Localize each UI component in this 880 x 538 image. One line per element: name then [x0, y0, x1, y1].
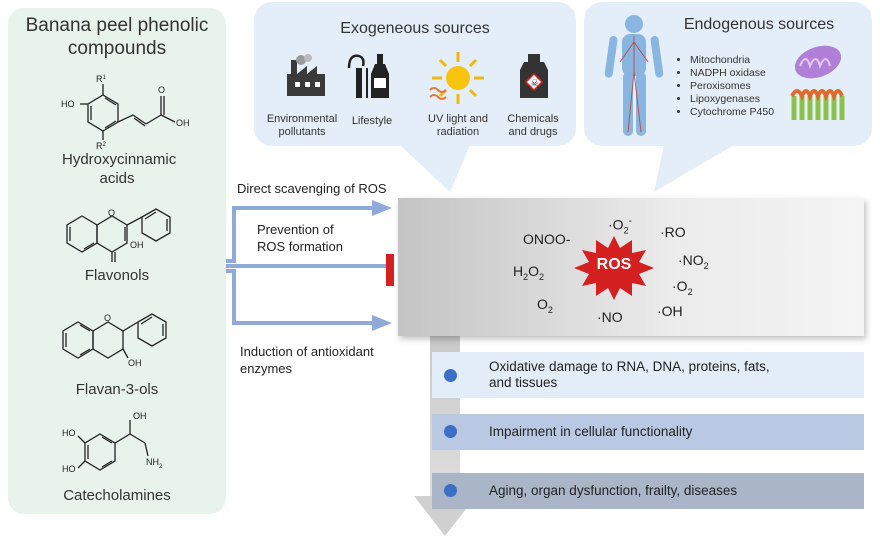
mitochondria-icon — [790, 45, 845, 120]
chemical-bottle-icon: ☠ — [520, 54, 548, 98]
ros-star — [574, 236, 654, 300]
induction-arrow — [226, 269, 374, 325]
compound-name: Flavan-3-ols — [75, 381, 159, 398]
induction-arrowhead — [372, 315, 392, 331]
exo-label-chemicals: Chemicals and drugs — [507, 113, 559, 138]
bullet-dot — [444, 425, 457, 438]
compound-name: Hydroxycinnamic acids — [62, 151, 177, 187]
oh-species: ·OH — [657, 303, 683, 319]
o2-species: O2 — [537, 296, 553, 315]
sun-icon — [429, 52, 484, 104]
carbonyl-o-label: O — [158, 85, 165, 95]
direct-arrowhead — [372, 200, 392, 216]
endo-item: Peroxisomes — [690, 80, 774, 93]
ro-species: ·RO — [660, 224, 686, 240]
superoxide-species: ·O2- — [608, 216, 632, 236]
exo-label-lifestyle: Lifestyle — [351, 115, 393, 127]
exogenous-title: Exogeneous sources — [340, 20, 490, 37]
oh-label: OH — [133, 411, 147, 421]
exo-label-uv: UV light and radiation — [428, 113, 488, 138]
onoo-species: ONOO- — [523, 231, 571, 247]
smoking-bottle-icon — [347, 54, 389, 98]
prevention-label-2: ROS formation — [257, 239, 343, 254]
catecholamine-structure: HO HO OH NH2 — [62, 411, 163, 474]
o2-radical-species: ·O2 — [672, 278, 693, 297]
ho-label-1: HO — [62, 428, 76, 438]
r1-label: R1 — [96, 74, 107, 84]
no-species: ·NO — [597, 309, 623, 325]
effect-text: Aging, organ dysfunction, frailty, disea… — [489, 483, 738, 498]
prevention-block-bar — [386, 254, 394, 286]
effect-bar: Oxidative damage to RNA, DNA, proteins, … — [432, 352, 864, 398]
effect-text: Impairment in cellular functionality — [489, 424, 693, 439]
phenolic-compounds-panel — [8, 8, 226, 514]
flavan-3-ol-structure: O OH — [62, 313, 167, 368]
endogenous-list: Mitochondria NADPH oxidase Peroxisomes L… — [678, 54, 774, 119]
nh2-label: NH2 — [146, 457, 163, 470]
compound-name: Catecholamines — [63, 487, 171, 504]
endo-item: Lipoxygenases — [690, 93, 774, 106]
ho-label: HO — [61, 99, 75, 109]
flavonol-structure: O OH — [66, 208, 171, 262]
h2o2-species: H2O2 — [513, 263, 545, 282]
ring-o-label: O — [104, 313, 111, 323]
ros-label: ROS — [596, 256, 632, 273]
induction-label-1: Induction of antioxidant — [240, 344, 374, 359]
bullet-dot — [444, 484, 457, 497]
r2-label: R2 — [96, 141, 107, 150]
exogenous-bubble-shape — [254, 2, 576, 192]
mechanism-arrows — [226, 200, 392, 331]
induction-label-2: enzymes — [240, 361, 293, 376]
effect-bar: Impairment in cellular functionality — [432, 414, 864, 450]
effect-text: Oxidative damage to RNA, DNA, proteins, … — [489, 359, 770, 390]
effect-bar: Aging, organ dysfunction, frailty, disea… — [432, 473, 864, 509]
endo-item: NADPH oxidase — [690, 67, 774, 80]
ho-label-2: HO — [62, 464, 76, 474]
direct-scavenging-arrow — [226, 206, 374, 263]
factory-icon — [287, 54, 325, 96]
endo-item: Mitochondria — [690, 54, 774, 67]
endo-item: Cytochrome P450 — [690, 106, 774, 119]
exo-label-pollutants: Environmental pollutants — [266, 113, 338, 138]
no2-species: ·NO2 — [678, 252, 709, 271]
oh-label: OH — [128, 358, 142, 368]
prevention-label-1: Prevention of — [257, 222, 334, 237]
panel-title: Banana peel phenolic compounds — [25, 15, 209, 59]
endogenous-title: Endogenous sources — [683, 16, 835, 33]
hydroxycinnamic-acid-structure: R1 HO R2 O OH — [61, 74, 190, 150]
oh-label: OH — [130, 240, 144, 250]
direct-scavenging-label: Direct scavenging of ROS — [237, 181, 387, 196]
compound-name: Flavonols — [84, 267, 150, 284]
svg-text:☠: ☠ — [531, 78, 539, 88]
ring-o-label: O — [108, 208, 115, 218]
acid-oh-label: OH — [176, 118, 190, 128]
human-body-icon — [604, 15, 664, 136]
bullet-dot — [444, 369, 457, 382]
